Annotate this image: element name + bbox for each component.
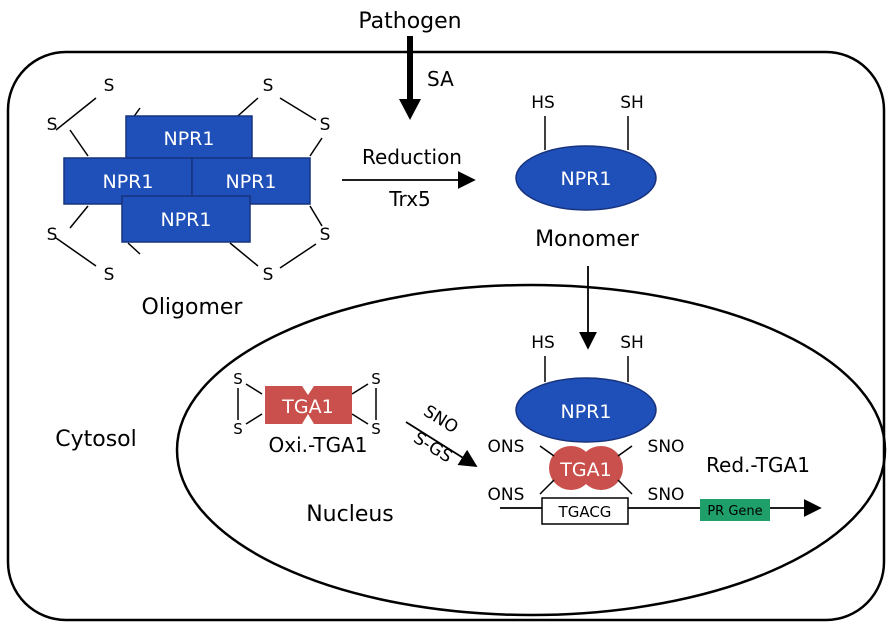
- tgacg-box: [541, 497, 629, 525]
- oligomer-bond-line: [69, 205, 89, 229]
- disulfide-bond: [245, 413, 263, 425]
- oligomer-bond-line: [279, 97, 317, 121]
- sno-label: SNO: [648, 437, 685, 457]
- oligomer-bond-line: [55, 237, 97, 267]
- npr1-label: NPR1: [226, 171, 277, 193]
- npr1-label: NPR1: [561, 401, 612, 423]
- reduction-label: Reduction: [362, 145, 462, 169]
- pr-gene-box: [700, 499, 770, 521]
- hs-label: HS: [531, 333, 555, 353]
- modification-bond: [617, 445, 633, 457]
- oligomer-bond-line: [69, 129, 89, 157]
- nucleus-membrane: [175, 283, 887, 617]
- modification-bond: [539, 445, 555, 457]
- sulfur-label: S: [320, 225, 331, 245]
- nucleus-label: Nucleus: [306, 502, 394, 527]
- trx5-label: Trx5: [388, 187, 431, 211]
- cytosol-label: Cytosol: [55, 427, 137, 452]
- disulfide-bond: [351, 413, 369, 425]
- tga1-label: TGA1: [281, 396, 333, 418]
- npr1-label: NPR1: [561, 168, 612, 190]
- pr-gene-label: PR Gene: [707, 504, 762, 519]
- sh-label: SH: [620, 93, 644, 113]
- hs-label: HS: [531, 93, 555, 113]
- npr1-label: NPR1: [161, 209, 212, 231]
- sh-label: SH: [620, 333, 644, 353]
- oligomer-bond-line: [55, 97, 97, 131]
- sulfur-label: S: [371, 370, 381, 388]
- oligomer-bond-line: [127, 242, 141, 255]
- sulfur-label: S: [233, 420, 243, 438]
- oligomer-label: Oligomer: [142, 295, 244, 320]
- oligomer-bond-line: [309, 137, 323, 157]
- npr1-monomer: HS SH NPR1 Monomer: [515, 93, 657, 252]
- modification-bond: [617, 479, 633, 495]
- npr1-nuclear-body: [515, 377, 657, 443]
- tga1-label: TGA1: [559, 459, 611, 481]
- sulfur-label: S: [320, 115, 331, 135]
- tga1-oxidized-body: [265, 386, 352, 424]
- npr1-oligomer: S S S S S S S S NPR1 NPR1 NPR1 NPR1 Olig…: [47, 76, 331, 320]
- sa-arrow-head: [399, 99, 421, 120]
- oligomer-bond-line: [309, 205, 323, 227]
- tgacg-label: TGACG: [558, 503, 612, 521]
- red-tga1-label: Red.-TGA1: [706, 453, 810, 477]
- npr1-unit-bottom: [121, 195, 251, 243]
- npr1-monomer-body: [515, 145, 657, 211]
- npr1-label: NPR1: [103, 171, 154, 193]
- npr1-tga1-complex: HS SH NPR1 TGA1 ONS SNO ONS SNO: [488, 333, 685, 505]
- disulfide-bond: [351, 383, 369, 395]
- cell-membrane: [6, 50, 886, 622]
- oxidized-tga1: S S S S TGA1 Oxi.-TGA1: [233, 370, 381, 457]
- pathogen-label: Pathogen: [358, 9, 461, 34]
- modification-bond: [539, 479, 555, 495]
- sulfur-label: S: [47, 225, 58, 245]
- ons-label: ONS: [488, 437, 525, 457]
- tga1-reduced-lobe-right: [579, 446, 623, 490]
- sulfur-label: S: [233, 370, 243, 388]
- disulfide-bond: [245, 383, 263, 395]
- sulfur-label: S: [104, 265, 115, 285]
- sa-label: SA: [427, 67, 454, 91]
- sulfur-label: S: [47, 115, 58, 135]
- sulfur-label: S: [263, 76, 274, 96]
- sulfur-label: S: [371, 420, 381, 438]
- ons-label: ONS: [488, 485, 525, 505]
- oligomer-bond-line: [229, 242, 259, 267]
- npr1-label: NPR1: [164, 128, 215, 150]
- oxi-tga1-label: Oxi.-TGA1: [269, 433, 368, 457]
- sulfur-label: S: [104, 76, 115, 96]
- npr1-unit-right: [191, 157, 311, 205]
- sulfur-label: S: [263, 265, 274, 285]
- monomer-label: Monomer: [535, 227, 640, 252]
- oligomer-bond-line: [279, 243, 317, 269]
- sno-label: SNO: [648, 485, 685, 505]
- npr1-unit-top: [125, 115, 253, 161]
- nitrosylation-arrow: [405, 421, 478, 467]
